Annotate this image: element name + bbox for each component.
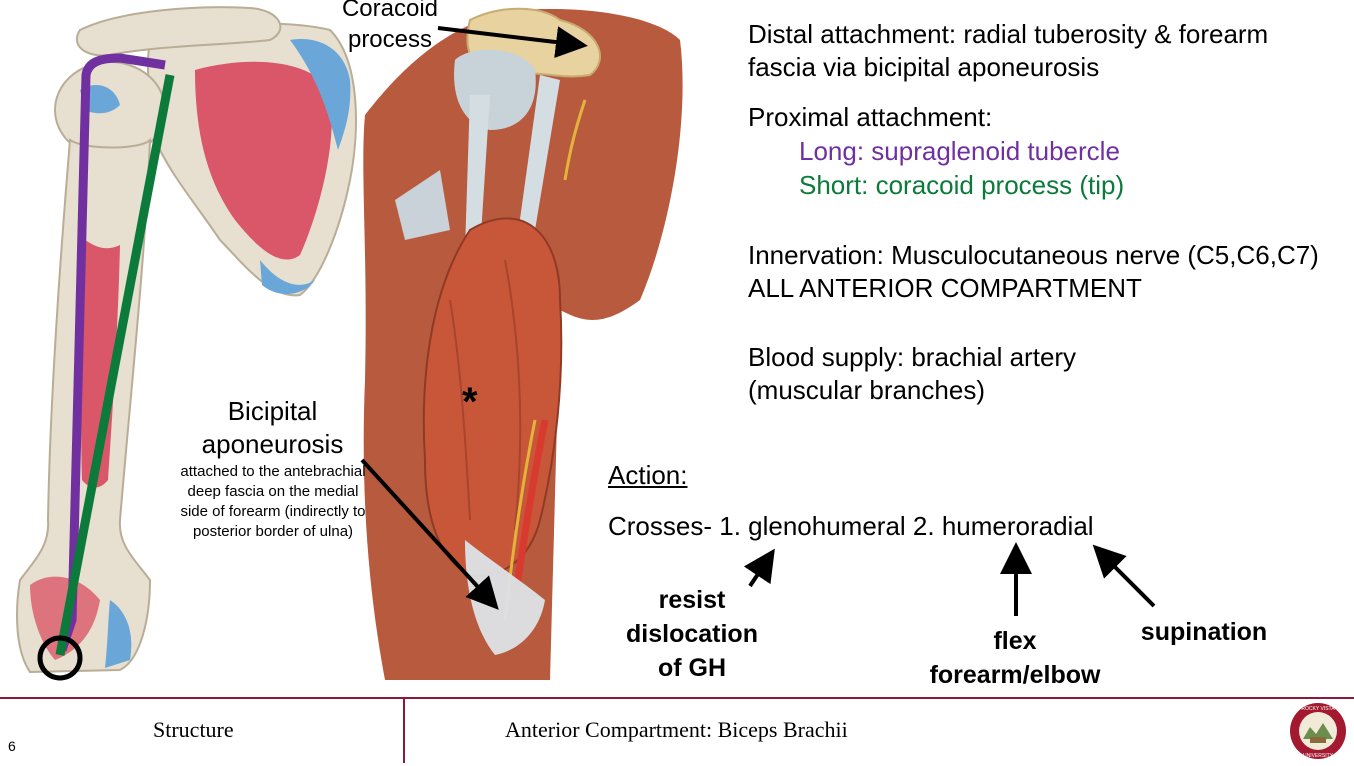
action-heading: Action: [608, 460, 688, 490]
coracoid-label: Coracoid process [341, 0, 439, 53]
supination-label: supination [1140, 618, 1268, 646]
aponeurosis-arrow [360, 458, 499, 610]
resist-label: resist dislocation of GH [626, 586, 758, 682]
footer-divider [403, 699, 405, 763]
short-head: Short: coracoid process (tip) [799, 170, 1125, 200]
university-seal-logo: ROCKY VISTA UNIVERSITY [1288, 701, 1348, 761]
svg-text:ROCKY VISTA: ROCKY VISTA [1301, 706, 1335, 712]
footer-section: Structure [153, 717, 234, 742]
long-head: Long: supraglenoid tubercle [799, 136, 1120, 166]
svg-text:UNIVERSITY: UNIVERSITY [1303, 753, 1334, 759]
biceps-brachii-illustration [363, 7, 683, 680]
asterisk-label: * [462, 380, 478, 424]
footer-rule [0, 697, 1354, 699]
resist-arrow [743, 548, 775, 588]
bicipital-title: Bicipital aponeurosis [201, 396, 344, 459]
crosses-text: Crosses- 1. glenohumeral 2. humeroradial [608, 511, 1094, 541]
footer-title: Anterior Compartment: Biceps Brachii [505, 717, 848, 742]
coracoid-arrow [437, 26, 588, 58]
innervation: Innervation: Musculocutaneous nerve (C5,… [748, 240, 1319, 303]
supination-arrow [1092, 544, 1156, 608]
flex-label: flex forearm/elbow [929, 627, 1101, 689]
page-number: 6 [8, 738, 16, 754]
humerus-scapula-illustration [16, 6, 357, 681]
proximal-heading: Proximal attachment: [748, 102, 993, 132]
bicipital-desc: attached to the antebrachial deep fascia… [180, 463, 366, 540]
blood-supply: Blood supply: brachial artery (muscular … [748, 342, 1077, 405]
distal-attachment: Distal attachment: radial tuberosity & f… [748, 19, 1269, 82]
